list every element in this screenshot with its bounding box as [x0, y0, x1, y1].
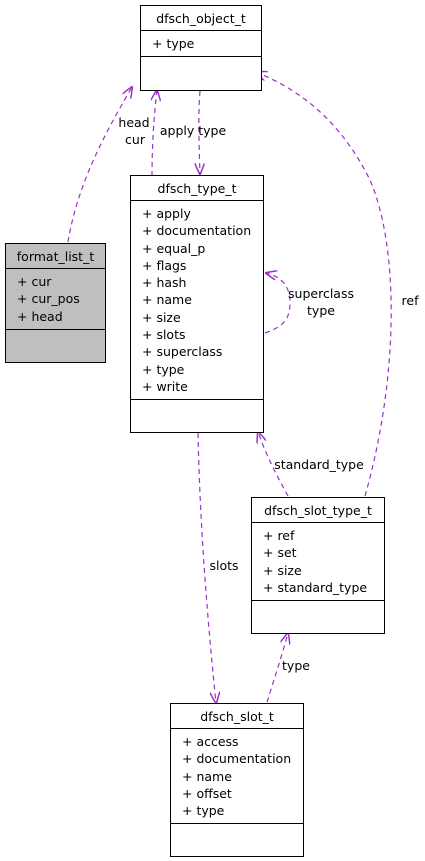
- class-title: dfsch_slot_t: [171, 704, 303, 729]
- edge-label-superclass-type: type: [307, 303, 335, 318]
- attr-size: + size: [142, 309, 181, 325]
- class-attributes: + cur + cur_pos + head: [6, 269, 105, 330]
- class-title: dfsch_slot_type_t: [252, 498, 384, 523]
- edge-label-ref: ref: [401, 293, 419, 308]
- edge-label-cur: cur: [125, 132, 145, 147]
- attr-access: + access: [182, 734, 239, 749]
- attr-ref: + ref: [263, 528, 295, 543]
- class-attributes: + apply + documentation + equal_p + flag…: [131, 201, 263, 401]
- class-title: format_list_t: [6, 244, 105, 269]
- class-dfsch-type-t[interactable]: dfsch_type_t + apply + documentation + e…: [130, 175, 264, 433]
- attr-head: + head: [17, 308, 63, 324]
- attr-cur-pos: + cur_pos: [17, 291, 80, 307]
- attr-name: + name: [142, 292, 192, 308]
- attr-set: + set: [263, 545, 297, 561]
- attr-type: + type: [182, 803, 225, 819]
- attr-apply: + apply: [142, 206, 191, 221]
- edge-slot-type-ref: [256, 72, 392, 497]
- attr-flags: + flags: [142, 257, 187, 273]
- class-attributes: + access + documentation + name + offset…: [171, 729, 303, 825]
- attr-write: + write: [142, 378, 188, 394]
- class-format-list-t[interactable]: format_list_t + cur + cur_pos + head: [5, 243, 106, 363]
- attr-name: + name: [182, 768, 232, 784]
- attr-documentation: + documentation: [182, 751, 292, 767]
- attr-slots: + slots: [142, 327, 186, 343]
- attr-equal-p: + equal_p: [142, 240, 206, 256]
- class-attributes: + ref + set + size + standard_type: [252, 523, 384, 602]
- class-attributes: + type: [141, 31, 261, 58]
- attr-size: + size: [263, 562, 302, 578]
- edge-object-to-type: [199, 90, 200, 174]
- attr-type: + type: [152, 36, 195, 51]
- edge-type-slots: [197, 432, 216, 703]
- edge-slot-type: [266, 633, 288, 703]
- edge-label-type: type: [282, 658, 310, 673]
- attr-hash: + hash: [142, 275, 187, 291]
- class-title: dfsch_object_t: [141, 6, 261, 31]
- class-title: dfsch_type_t: [131, 176, 263, 201]
- edge-label-apply-type: apply type: [159, 123, 227, 138]
- edge-label-superclass: superclass: [288, 286, 354, 301]
- edge-label-standard-type: standard_type: [274, 457, 364, 472]
- class-dfsch-object-t[interactable]: dfsch_object_t + type: [140, 5, 262, 91]
- attr-documentation: + documentation: [142, 223, 252, 239]
- edge-label-slots: slots: [209, 558, 239, 573]
- attr-superclass: + superclass: [142, 344, 223, 360]
- edge-type-apply-type: [152, 90, 157, 177]
- class-dfsch-slot-type-t[interactable]: dfsch_slot_type_t + ref + set + size + s…: [251, 497, 385, 634]
- edge-type-superclass: [265, 273, 291, 334]
- class-dfsch-slot-t[interactable]: dfsch_slot_t + access + documentation + …: [170, 703, 304, 857]
- attr-standard-type: + standard_type: [263, 579, 368, 595]
- attr-offset: + offset: [182, 785, 232, 801]
- edge-format-head-cur: [67, 87, 132, 243]
- edge-label-head: head: [118, 115, 150, 130]
- edge-slot-type-standard: [258, 432, 289, 497]
- attr-cur: + cur: [17, 274, 52, 289]
- attr-type: + type: [142, 361, 185, 377]
